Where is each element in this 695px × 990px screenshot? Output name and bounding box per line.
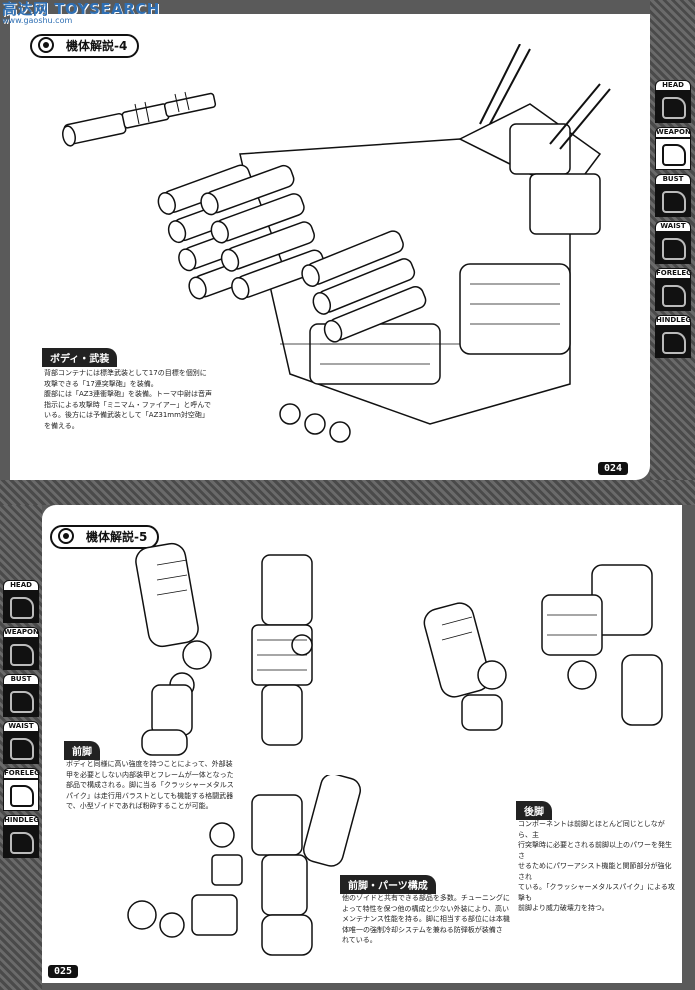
hindleg-illustration	[423, 564, 663, 731]
nav-label: FORELEG	[3, 768, 40, 779]
nav-item-head[interactable]: HEAD	[2, 580, 40, 623]
bottom-page: 機体解説-5	[42, 505, 682, 983]
weapon-thumbnail-icon	[655, 138, 691, 170]
nav-item-waist[interactable]: WAIST	[654, 221, 692, 264]
nav-item-hindleg[interactable]: HINDLEG	[2, 815, 40, 858]
section-title-text: 機体解説-5	[86, 530, 148, 544]
nav-label: HEAD	[655, 80, 691, 91]
nav-item-weapon[interactable]: WEAPON	[2, 627, 40, 670]
section-title-text: 機体解説-4	[66, 39, 128, 53]
nav-item-bust[interactable]: BUST	[2, 674, 40, 717]
watermark-url: www.gaoshu.com	[2, 16, 73, 25]
cannon-illustration	[62, 91, 217, 147]
foreleg-illustration	[135, 542, 313, 756]
nav-item-head[interactable]: HEAD	[654, 80, 692, 123]
section-title-5: 機体解説-5	[50, 525, 160, 549]
nav-label: HINDLEG	[3, 815, 40, 826]
nav-label: HEAD	[3, 580, 39, 591]
nav-label: HINDLEG	[655, 315, 692, 326]
watermark-main: 高达网 TOYSEARCH	[2, 0, 160, 18]
target-icon	[58, 528, 74, 544]
bust-thumbnail-icon	[655, 185, 691, 217]
nav-label: WAIST	[655, 221, 691, 232]
head-thumbnail-icon	[3, 591, 39, 623]
foreleg-description: ボディと同様に高い強度を持つことによって、外部装 甲を必要としない内部装甲とフレ…	[66, 760, 234, 810]
page-number: 025	[48, 965, 79, 978]
waist-thumbnail-icon	[655, 232, 691, 264]
page-divider-band	[0, 480, 695, 505]
side-nav-top: HEAD WEAPON BUST WAIST FORELEG HINDLEG	[654, 80, 692, 358]
watermark-logo: 高达网 TOYSEARCH www.gaoshu.com	[2, 2, 160, 25]
nav-label: BUST	[655, 174, 691, 185]
nav-item-foreleg[interactable]: FORELEG	[2, 768, 40, 811]
weapon-thumbnail-icon	[3, 638, 39, 670]
head-thumbnail-icon	[655, 91, 691, 123]
nav-item-weapon[interactable]: WEAPON	[654, 127, 692, 170]
nav-label: WEAPON	[3, 627, 39, 638]
parts-label: 前脚・パーツ構成	[340, 875, 436, 894]
hindleg-label: 後脚	[516, 801, 552, 820]
body-weapon-description: 背部コンテナには標準武装として17の目標を個別に 攻撃できる「17連突撃砲」を装…	[44, 369, 213, 430]
nav-label: WEAPON	[655, 127, 691, 138]
foreleg-label: 前脚	[64, 741, 100, 760]
nav-label: FORELEG	[655, 268, 692, 279]
nav-label: BUST	[3, 674, 39, 685]
bust-thumbnail-icon	[3, 685, 39, 717]
nav-item-hindleg[interactable]: HINDLEG	[654, 315, 692, 358]
hindleg-thumbnail-icon	[655, 326, 691, 358]
nav-label: WAIST	[3, 721, 39, 732]
target-icon	[38, 37, 54, 53]
foreleg-thumbnail-icon	[3, 779, 39, 811]
body-weapon-label: ボディ・武装	[42, 348, 118, 367]
body-weapon-illustration	[157, 44, 611, 443]
parts-description: 他のゾイドと共有できる部品を多数。チューニングに よって特性を保つ他の構成と少な…	[342, 894, 510, 944]
waist-thumbnail-icon	[3, 732, 39, 764]
nav-item-waist[interactable]: WAIST	[2, 721, 40, 764]
foreleg-thumbnail-icon	[655, 279, 691, 311]
nav-item-foreleg[interactable]: FORELEG	[654, 268, 692, 311]
section-title-4: 機体解説-4	[30, 34, 140, 58]
nav-item-bust[interactable]: BUST	[654, 174, 692, 217]
page-number: 024	[598, 462, 629, 475]
hindleg-description: コンポーネントは前脚とほとんど同じとしながら、主 行突撃時に必要とされる前脚以上…	[518, 820, 675, 912]
side-nav-bottom: HEAD WEAPON BUST WAIST FORELEG HINDLEG	[2, 580, 40, 858]
hindleg-thumbnail-icon	[3, 826, 39, 858]
foreleg-parts-illustration	[127, 775, 362, 956]
top-page: 機体解説-4	[10, 14, 650, 480]
